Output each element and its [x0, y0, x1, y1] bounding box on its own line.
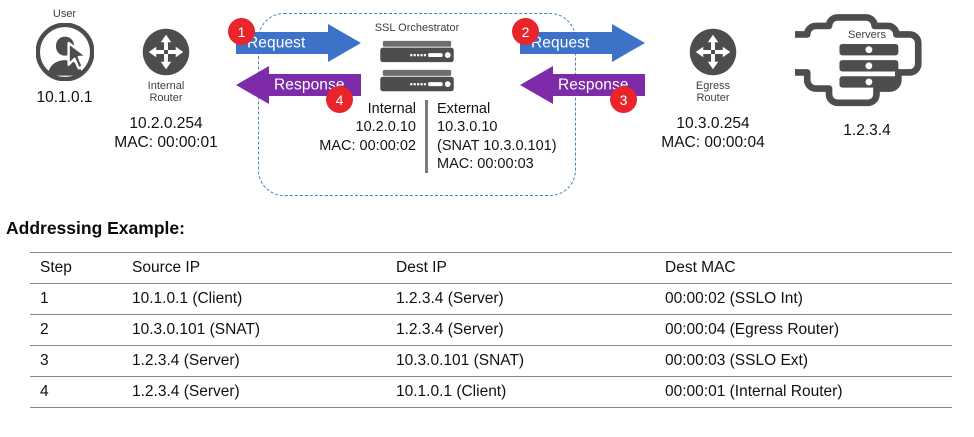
flow-right-response-label: Response: [558, 76, 629, 94]
servers-address: 1.2.3.4: [843, 122, 891, 139]
servers-caption: Servers: [848, 29, 886, 41]
cell-dest-mac: 00:00:01 (Internal Router): [655, 376, 952, 408]
cell-dest-ip: 10.3.0.101 (SNAT): [386, 345, 655, 377]
sslo-boundary: [258, 13, 576, 196]
egress-router-address: 10.3.0.254: [676, 114, 750, 132]
node-internal-router: Internal Router 10.2.0.254 MAC: 00:00:01: [105, 28, 227, 152]
internal-router-caption-1: Internal: [147, 80, 185, 92]
step-badge-3: 3: [610, 86, 637, 113]
cell-step: 3: [30, 345, 122, 377]
table-row: 3 1.2.3.4 (Server) 10.3.0.101 (SNAT) 00:…: [30, 345, 952, 377]
sslo-internal-label: Internal: [367, 101, 416, 117]
table-row: 2 10.3.0.101 (SNAT) 1.2.3.4 (Server) 00:…: [30, 314, 952, 346]
node-servers: Servers 1.2.3.4: [787, 6, 947, 141]
user-address: 10.1.0.1: [36, 89, 93, 107]
table-header-row: Step Source IP Dest IP Dest MAC: [30, 252, 952, 284]
sslo-internal-mac: MAC: 00:00:02: [319, 137, 416, 154]
internal-router-caption-2: Router: [149, 92, 183, 105]
router-icon: [689, 28, 737, 76]
router-icon: [142, 28, 190, 76]
table-row: 4 1.2.3.4 (Server) 10.1.0.1 (Client) 00:…: [30, 376, 952, 408]
cell-source-ip: 10.3.0.101 (SNAT): [122, 314, 386, 346]
cell-dest-ip: 1.2.3.4 (Server): [386, 314, 655, 346]
cell-source-ip: 10.1.0.1 (Client): [122, 283, 386, 315]
sslo-internal-block: Internal 10.2.0.10 MAC: 00:00:02: [268, 100, 425, 155]
cell-step: 4: [30, 376, 122, 408]
sslo-external-block: External 10.3.0.10 (SNAT 10.3.0.101) MAC…: [428, 100, 557, 173]
cell-source-ip: 1.2.3.4 (Server): [122, 345, 386, 377]
col-header-dest-ip: Dest IP: [386, 252, 655, 284]
cell-dest-ip: 1.2.3.4 (Server): [386, 283, 655, 315]
col-header-source-ip: Source IP: [122, 252, 386, 284]
server-stack-icon: [380, 41, 454, 92]
sslo-external-address: 10.3.0.10: [437, 119, 498, 136]
flow-left-request-label: Request: [247, 34, 306, 52]
col-header-step: Step: [30, 252, 122, 284]
flow-right-request-label: Request: [531, 34, 590, 52]
cell-dest-ip: 10.1.0.1 (Client): [386, 376, 655, 408]
sslo-interfaces: Internal 10.2.0.10 MAC: 00:00:02 Externa…: [268, 100, 568, 174]
cell-dest-mac: 00:00:02 (SSLO Int): [655, 283, 952, 315]
egress-router-caption-1: Egress: [695, 80, 731, 92]
egress-router-caption-2: Router: [696, 92, 730, 105]
cell-step: 2: [30, 314, 122, 346]
node-egress-router: Egress Router 10.3.0.254 MAC: 00:00:04: [652, 28, 774, 152]
step-badge-1: 1: [228, 18, 255, 45]
internal-router-address: 10.2.0.254: [129, 114, 203, 132]
cell-source-ip: 1.2.3.4 (Server): [122, 376, 386, 408]
step-badge-4: 4: [326, 86, 353, 113]
flow-right-request: Request: [520, 24, 645, 62]
internal-router-mac: MAC: 00:00:01: [114, 133, 218, 151]
egress-router-mac: MAC: 00:00:04: [661, 133, 765, 151]
server-cloud-icon: [795, 14, 922, 107]
flow-left-request: Request: [236, 24, 361, 62]
step-badge-2: 2: [512, 18, 539, 45]
addressing-example-title: Addressing Example:: [6, 218, 185, 238]
sslo-external-label: External: [437, 101, 491, 117]
user-caption: User: [52, 8, 77, 20]
sslo-external-mac: MAC: 00:00:03: [437, 155, 534, 172]
addressing-table: Step Source IP Dest IP Dest MAC 1 10.1.0…: [30, 252, 952, 408]
flow-left-response-label: Response: [274, 76, 345, 94]
sslo-internal-address: 10.2.0.10: [355, 119, 416, 136]
user-icon: [35, 23, 94, 82]
cell-dest-mac: 00:00:03 (SSLO Ext): [655, 345, 952, 377]
node-user: User 10.1.0.1: [12, 8, 117, 108]
sslo-external-snat: (SNAT 10.3.0.101): [437, 137, 557, 154]
node-sslo: SSL Orchestrator: [358, 22, 476, 99]
sslo-title: SSL Orchestrator: [374, 22, 460, 34]
sslo-interface-divider: [425, 100, 428, 174]
table-row: 1 10.1.0.1 (Client) 1.2.3.4 (Server) 00:…: [30, 283, 952, 315]
col-header-dest-mac: Dest MAC: [655, 252, 952, 284]
cell-dest-mac: 00:00:04 (Egress Router): [655, 314, 952, 346]
cell-step: 1: [30, 283, 122, 315]
